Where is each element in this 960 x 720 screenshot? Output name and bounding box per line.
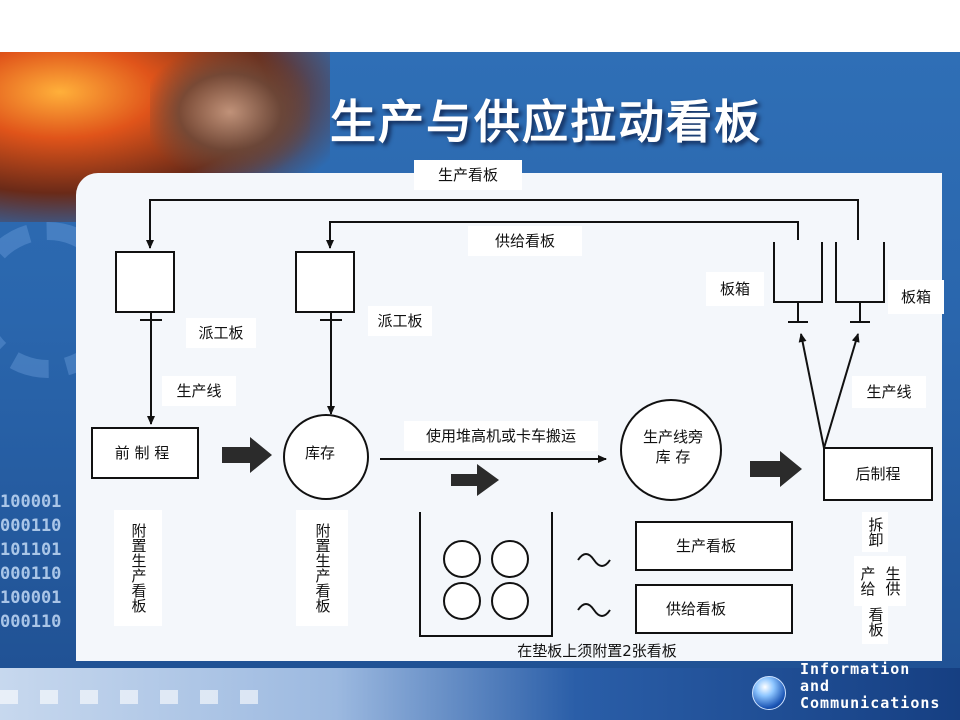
legend-supply-text: 供给看板: [665, 600, 726, 618]
binary-row: 000110: [0, 612, 62, 632]
remove-kanban-note: 看板: [862, 600, 888, 644]
bin-box: [773, 242, 823, 303]
dispatch-board-label: 派工板: [186, 318, 256, 348]
pallet-tray: [419, 512, 553, 637]
inventory-text: 库存: [304, 444, 335, 462]
binary-row: 000110: [0, 516, 62, 536]
binary-decoration: 100001 000110 101101 000110 100001 00011…: [0, 490, 80, 634]
tilde-icon: [577, 553, 611, 567]
supply-kanban-label: 供给看板: [468, 226, 582, 256]
attached-kanban-note: 附置生产看板: [296, 510, 348, 626]
header-face-image: [150, 52, 310, 172]
remove-kanban-note: 生供: [878, 556, 906, 606]
line-side-inventory-line: 生产线旁: [642, 428, 703, 446]
production-kanban-loop: [146, 199, 859, 249]
binary-row: 100001: [0, 492, 62, 512]
legend-supply-box: [635, 584, 793, 634]
production-line-label: 生产线: [162, 376, 236, 406]
pre-process-text: 前 制 程: [114, 444, 170, 462]
supply-kanban-loop: [326, 221, 799, 249]
pre-process-box: [91, 427, 199, 479]
pallet-item: [443, 582, 481, 620]
pallet-note: 在垫板上须附置2张看板: [517, 642, 677, 660]
footer-decoration: [0, 690, 260, 704]
dispatch-board-label: 派工板: [368, 306, 432, 336]
pallet-item: [443, 540, 481, 578]
inventory-circle: [283, 414, 369, 500]
attached-kanban-note: 附置生产看板: [114, 510, 162, 626]
block-arrow: [750, 451, 802, 487]
binary-row: 000110: [0, 564, 62, 584]
line-side-inventory-text: 生产线旁 库 存: [621, 424, 725, 470]
production-kanban-label: 生产看板: [414, 160, 522, 190]
footer-brand-line: Information and: [800, 660, 911, 695]
legend-production-box: [635, 521, 793, 571]
globe-logo-icon: [752, 676, 786, 710]
block-arrow: [451, 464, 499, 496]
flow-arrow: [798, 333, 825, 449]
kanban-post-box: [115, 251, 175, 313]
binary-row: 100001: [0, 588, 62, 608]
tilde-icon: [577, 603, 611, 617]
pallet-item: [491, 540, 529, 578]
bin-box: [835, 242, 885, 303]
kanban-post-box: [295, 251, 355, 313]
post-process-box: [823, 447, 933, 501]
block-arrow: [222, 437, 272, 473]
bin-box-label: 板箱: [888, 280, 944, 314]
post-process-text: 后制程: [855, 465, 901, 483]
line-side-inventory-line: 库 存: [655, 448, 691, 466]
pallet-item: [491, 582, 529, 620]
page-title: 生产与供应拉动看板: [330, 95, 762, 149]
footer-brand-line: Communications: [800, 694, 941, 712]
remove-kanban-note: 产给: [854, 556, 880, 606]
transport-note: 使用堆高机或卡车搬运: [404, 421, 598, 451]
remove-kanban-note: 拆卸: [862, 512, 888, 552]
bin-box-label: 板箱: [706, 272, 764, 306]
binary-row: 101101: [0, 540, 62, 560]
footer-brand: Information and Communications: [800, 661, 950, 712]
line-side-inventory-circle: [620, 399, 722, 501]
flow-arrow: [823, 333, 860, 449]
production-line-label: 生产线: [852, 376, 926, 408]
legend-production-text: 生产看板: [675, 537, 736, 555]
